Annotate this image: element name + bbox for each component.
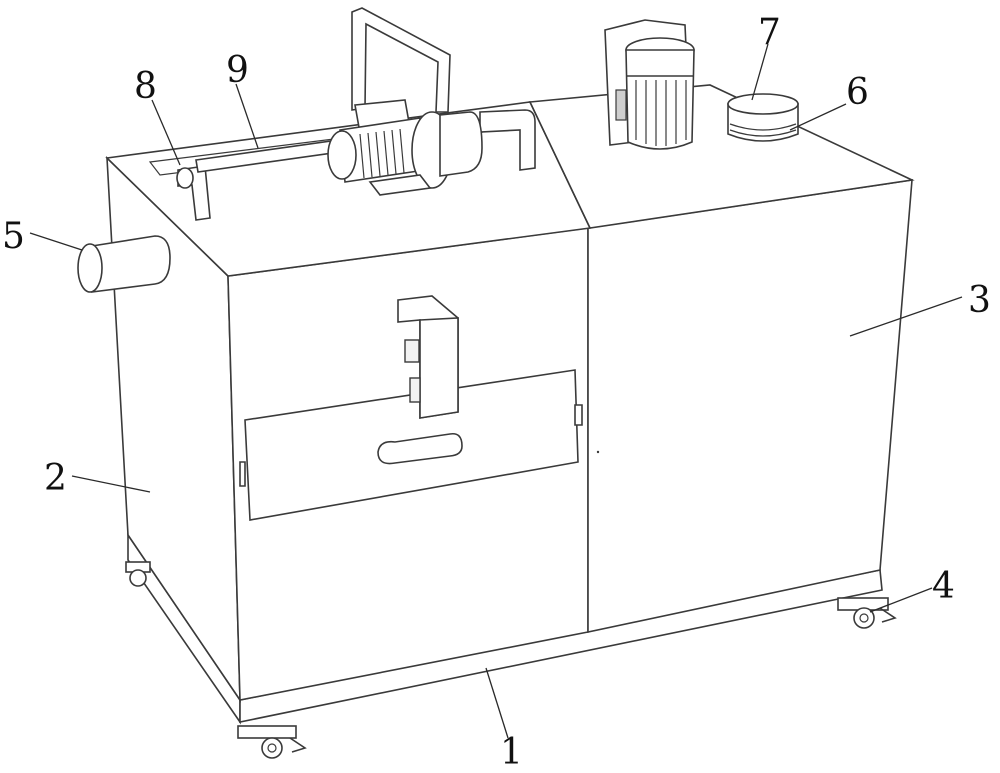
- top-cap: [727, 93, 799, 142]
- label-6: 6: [846, 72, 869, 113]
- leader-7: [751, 43, 769, 101]
- latch-bracket: [397, 295, 459, 419]
- drawer-handle: [377, 432, 463, 465]
- elbow-outlet: [176, 165, 211, 221]
- callout-labels: 1 2 3 4 5 6 7 8 9: [2, 12, 991, 773]
- label-2: 2: [44, 458, 67, 499]
- right-elbow-pipe: [479, 109, 536, 171]
- front-right-panel: [587, 179, 913, 633]
- casters: [125, 561, 897, 759]
- label-4: 4: [932, 566, 955, 607]
- label-3: 3: [968, 280, 991, 321]
- label-9: 9: [226, 50, 249, 91]
- vertical-motor: [604, 19, 695, 150]
- label-5: 5: [2, 216, 25, 257]
- label-1: 1: [500, 732, 523, 773]
- leader-lines: [29, 43, 963, 739]
- leader-6: [789, 103, 847, 131]
- marker-dot: [596, 450, 600, 454]
- leader-1: [485, 667, 509, 739]
- drawer: [239, 369, 583, 521]
- leader-8: [151, 99, 181, 166]
- leader-4: [869, 587, 933, 613]
- caster-front-left: [237, 725, 307, 759]
- leader-5: [29, 232, 83, 251]
- leader-9: [235, 83, 259, 149]
- leader-3: [849, 296, 963, 337]
- pump-motor: [327, 99, 483, 196]
- riser-pipe: [351, 7, 451, 113]
- caster-right: [837, 597, 897, 629]
- leader-2: [71, 475, 151, 493]
- caster-rear-left: [125, 561, 151, 587]
- label-8: 8: [134, 66, 157, 107]
- label-7: 7: [758, 12, 781, 53]
- inlet-pipe: [77, 235, 171, 293]
